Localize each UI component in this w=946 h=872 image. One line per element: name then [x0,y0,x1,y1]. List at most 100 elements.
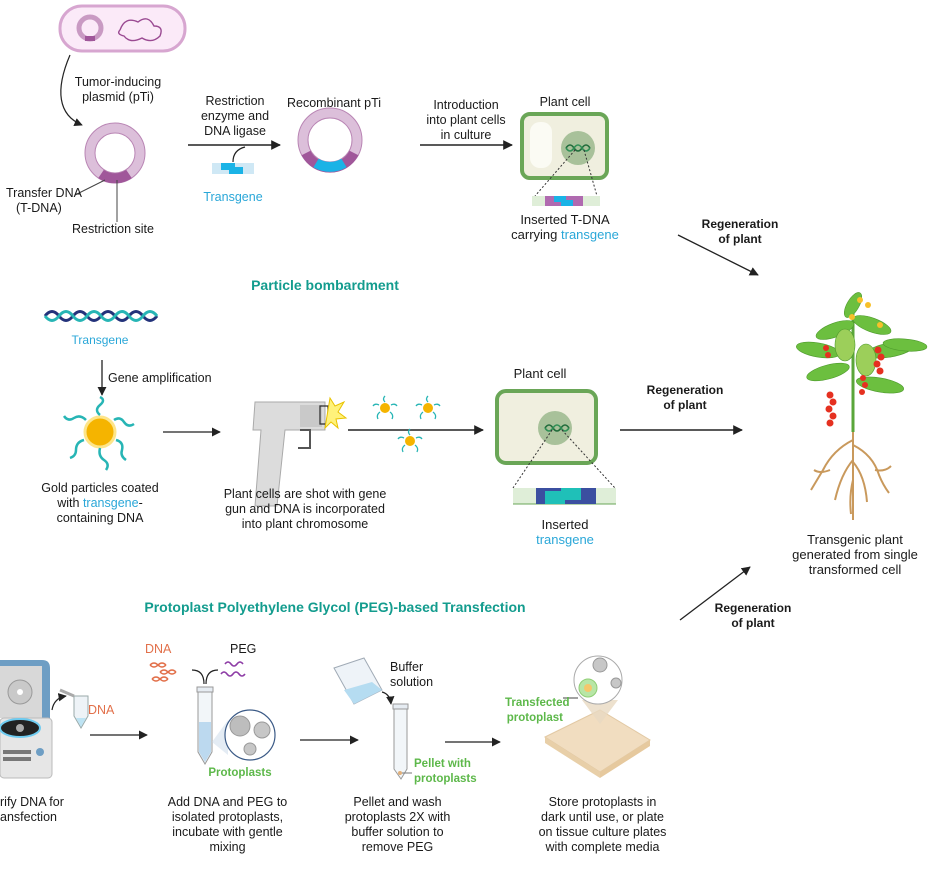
regeneration-label-top: Regeneration of plant [695,217,785,247]
falcon-tube-wash [392,703,412,780]
step-label-line: in culture [440,128,492,142]
transgene-highlight: transgene [561,227,619,242]
restriction-site-label: Restriction site [72,222,154,236]
caption-line: Transgenic plant [807,532,903,547]
protoplasts-label: Protoplasts [208,767,272,779]
caption-line: transformed cell [808,562,902,577]
flying-gold-particles [372,395,441,453]
step-label-line: Introduction [433,98,499,112]
peg-strands [220,661,246,677]
protoplast-magnifier [212,709,276,761]
caption-line: Pellet and wash [353,795,442,809]
transgene-highlight: transgene [536,532,594,547]
peg-label: PEG [230,642,257,656]
tdna-pointer [74,179,106,196]
caption-line: mixing [209,840,246,854]
transgenic-plant-caption: Transgenic plant generated from single t… [780,532,930,577]
plasmid-label-line: plasmid (pTi) [82,90,154,104]
agrobacterium-cell [58,4,187,53]
transgene-fragment [212,163,254,174]
recombinant-label: Recombinant pTi [287,96,382,110]
step-label-line: DNA ligase [204,124,266,138]
restriction-enzyme-label: Restriction enzyme and DNA ligase [190,94,280,139]
plasmid-label-line: Tumor-inducing [74,75,162,89]
peg-transfection-heading: Protoplast Polyethylene Glycol (PEG)-bas… [144,599,526,615]
caption-line: gun and DNA is incorporated [225,502,385,516]
label-line: protoplast [506,712,563,724]
transgene-label-middle: Transgene [71,333,129,347]
caption-line: isolated protoplasts, [171,810,284,824]
purify-dna-caption: rify DNA for ansfection [0,795,64,825]
caption-line: containing DNA [56,511,144,525]
plasmid-label: Tumor-inducing plasmid (pTi) [58,75,178,105]
caption-line: Add DNA and PEG to [167,795,288,809]
plant-cell-label-middle: Plant cell [513,366,567,381]
caption-line: remove PEG [361,840,434,854]
regeneration-line: Regeneration [646,383,724,397]
label-line: Transfected [505,697,570,709]
tdna-label-line: Transfer DNA [6,186,82,200]
pellet-label: Pellet with protoplasts [414,757,477,787]
caption-line: dark until use, or plate [541,810,664,824]
inserted-label-line: Inserted [541,517,589,532]
recombinant-plasmid [297,107,363,173]
introduction-label: Introduction into plant cells in culture [420,98,512,143]
regeneration-line: Regeneration [701,217,779,231]
gene-amplification-label: Gene amplification [108,371,212,385]
caption-line: ansfection [0,810,57,824]
label-text: - [138,496,143,510]
dna-label: DNA [145,642,172,656]
culture-plate [543,709,651,778]
label-line: solution [390,675,434,689]
microtube [59,688,89,729]
arrow-into-falcon [191,669,219,685]
plant-cell-label-top: Plant cell [539,95,591,109]
dna-fragments [149,662,177,682]
transfected-protoplast-magnifier [563,655,623,724]
transgene-label-top: Transgene [203,190,263,204]
dna-tube-label: DNA [88,703,115,717]
plant-cell-top [520,112,609,206]
inserted-tdna-label: Inserted T-DNA carrying transgene [505,212,625,242]
caption-line: rify DNA for [0,795,64,809]
regeneration-line: of plant [663,398,707,412]
label-text: carrying [511,227,562,242]
gene-gun-caption: Plant cells are shot with gene gun and D… [205,487,405,532]
caption-line: on tissue culture plates [538,825,667,839]
centrifuge [0,660,53,779]
regeneration-line: of plant [731,616,775,630]
caption-line: with complete media [545,840,660,854]
gold-particle [62,395,135,471]
caption-line: generated from single [792,547,918,562]
caption-line: Gold particles coated [41,481,159,495]
label-line: Pellet with [414,758,471,770]
step-label-line: enzyme and [200,109,270,123]
tdna-label: Transfer DNA (T-DNA) [6,186,86,216]
plant-cell-middle [495,389,616,505]
caption-line: buffer solution to [351,825,444,839]
caption-line: protoplasts 2X with [344,810,451,824]
step-label-line: into plant cells [426,113,506,127]
transgenic-plant [796,292,928,520]
particle-bombardment-heading: Particle bombardment [251,277,399,293]
label-line: Buffer [390,660,424,674]
add-dna-peg-caption: Add DNA and PEG to isolated protoplasts,… [150,795,305,855]
caption-line: incubate with gentle [172,825,283,839]
inserted-transgene-label: Inserted transgene [520,517,610,547]
caption-line: Store protoplasts in [548,795,657,809]
arrow-to-tube [51,693,67,711]
regeneration-line: Regeneration [714,601,792,615]
label-text: with [57,496,83,510]
caption-line: Plant cells are shot with gene [223,487,387,501]
regeneration-label-middle: Regeneration of plant [640,383,730,413]
caption-line: into plant chromosome [241,517,369,531]
step-label-line: Restriction [205,94,265,108]
label-line: protoplasts [414,773,477,785]
regeneration-label-bottom: Regeneration of plant [708,601,798,631]
gold-particles-caption: Gold particles coated with transgene- co… [20,481,180,526]
arrow-buffer-pour [381,691,395,705]
pellet-wash-caption: Pellet and wash protoplasts 2X with buff… [325,795,470,855]
transgene-dna-helix [43,310,159,322]
transfected-protoplast-label: Transfected protoplast [505,696,570,726]
inserted-label-line: Inserted T-DNA [520,212,610,227]
